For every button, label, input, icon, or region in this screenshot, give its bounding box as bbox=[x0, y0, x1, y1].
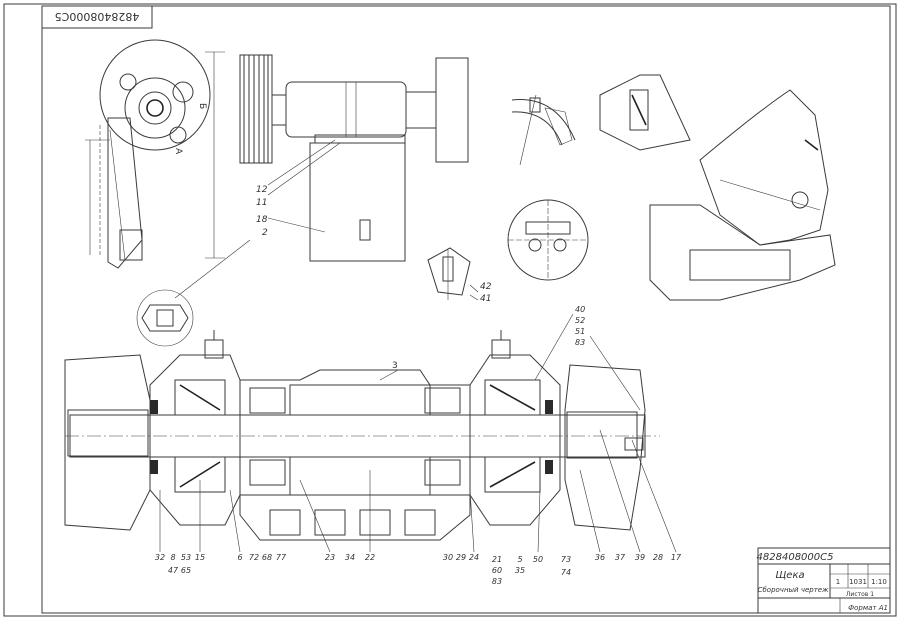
balloon-65: 65 bbox=[181, 566, 191, 575]
arc-detail bbox=[511, 94, 576, 166]
balloon-39: 39 bbox=[635, 553, 645, 562]
balloon-15: 15 bbox=[195, 553, 205, 562]
balloons-bottom: 32 8 53 15 47 65 6 72 68 77 23 34 22 30 … bbox=[155, 429, 682, 586]
title-sheet-no: 1 bbox=[836, 578, 840, 586]
label-a: А bbox=[173, 148, 183, 155]
balloon-51: 51 bbox=[575, 327, 585, 336]
balloon-74: 74 bbox=[561, 568, 571, 577]
corner-code: 4828408000С5 bbox=[55, 10, 140, 23]
balloon-40: 40 bbox=[575, 305, 585, 314]
balloon-47: 47 bbox=[168, 566, 179, 575]
balloon-60: 60 bbox=[492, 566, 502, 575]
balloon-18: 18 bbox=[256, 215, 268, 225]
balloon-35: 35 bbox=[515, 566, 525, 575]
balloon-30: 30 bbox=[443, 553, 453, 562]
balloon-83b: 83 bbox=[492, 577, 502, 586]
balloons-right-top: 40 52 51 83 bbox=[534, 305, 641, 411]
clamp-detail bbox=[599, 74, 691, 151]
balloon-42: 42 bbox=[480, 282, 492, 292]
title-name: Щека bbox=[775, 570, 804, 581]
title-mass: 1031 bbox=[849, 578, 867, 586]
balloon-73: 73 bbox=[561, 555, 571, 564]
balloon-68: 68 bbox=[262, 553, 272, 562]
balloon-5: 5 bbox=[517, 555, 522, 564]
balloon-28: 28 bbox=[653, 553, 663, 562]
balloon-11: 11 bbox=[256, 198, 267, 208]
balloon-50: 50 bbox=[533, 555, 543, 564]
pulley-side-view: Б А bbox=[85, 39, 251, 347]
motor-view bbox=[239, 54, 469, 262]
balloon-77: 77 bbox=[276, 553, 287, 562]
label-3: 3 bbox=[392, 361, 398, 371]
main-shaft-section: 3 bbox=[64, 330, 660, 541]
balloon-17: 17 bbox=[671, 553, 682, 562]
balloon-29: 29 bbox=[456, 553, 466, 562]
balloon-24: 24 bbox=[469, 553, 479, 562]
balloon-53: 53 bbox=[181, 553, 191, 562]
balloon-23: 23 bbox=[325, 553, 335, 562]
balloon-52: 52 bbox=[575, 316, 585, 325]
balloon-2: 2 bbox=[262, 228, 268, 238]
title-block: 4828408000С5 Щека Сборочный чертеж 1 103… bbox=[757, 547, 891, 614]
title-format: Формат А1 bbox=[848, 604, 888, 612]
balloon-34: 34 bbox=[345, 553, 355, 562]
title-subtitle: Сборочный чертеж bbox=[758, 586, 829, 594]
balloon-8: 8 bbox=[170, 553, 175, 562]
balloon-83: 83 bbox=[575, 338, 585, 347]
title-scale: 1:10 bbox=[871, 578, 887, 586]
label-b: Б bbox=[197, 103, 207, 109]
bolt-detail bbox=[427, 247, 479, 301]
balloon-36: 36 bbox=[595, 553, 605, 562]
corner-code-box: 4828408000С5 bbox=[41, 5, 153, 29]
balloon-22: 22 bbox=[365, 553, 375, 562]
balloon-72: 72 bbox=[249, 553, 259, 562]
section-circle-view bbox=[507, 199, 589, 281]
balloon-32: 32 bbox=[155, 553, 165, 562]
balloon-6: 6 bbox=[237, 553, 242, 562]
title-sheets: Листов 1 bbox=[846, 591, 874, 598]
balloons-top: 12 11 18 2 42 41 bbox=[256, 185, 492, 304]
jaw-section-view bbox=[649, 89, 836, 301]
balloon-37: 37 bbox=[615, 553, 626, 562]
balloon-41: 41 bbox=[480, 294, 491, 304]
title-designation: 4828408000С5 bbox=[757, 552, 834, 563]
frame bbox=[3, 3, 897, 617]
balloon-21: 21 bbox=[492, 555, 502, 564]
balloon-12: 12 bbox=[256, 185, 268, 195]
